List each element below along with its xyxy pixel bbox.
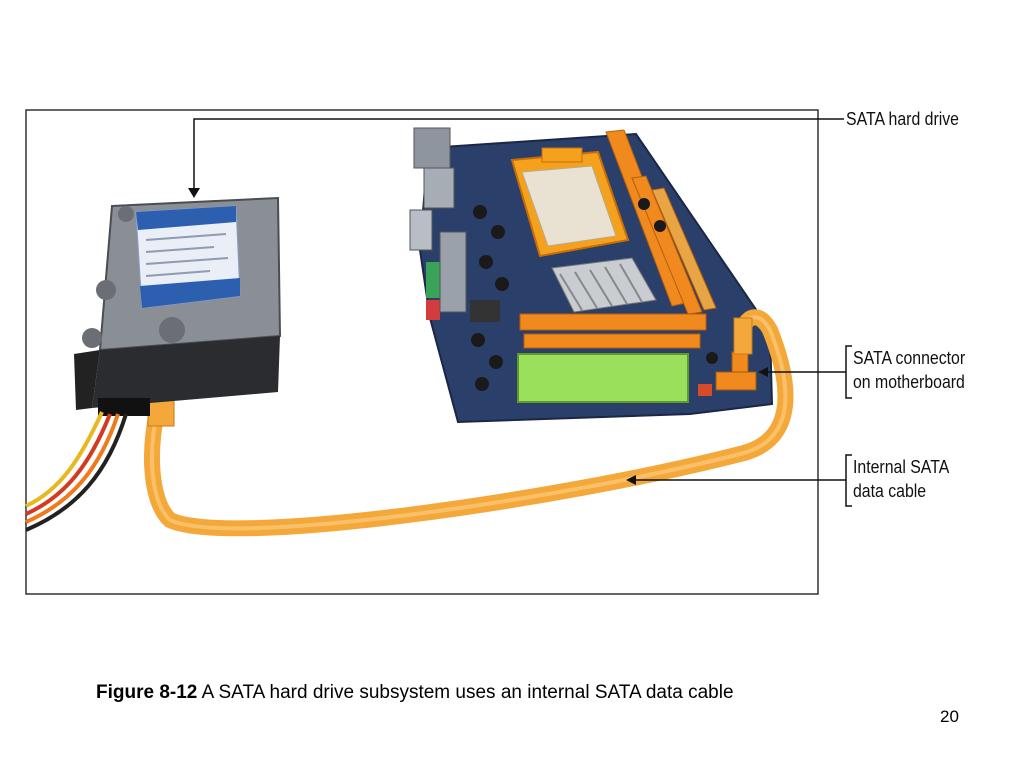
sata-data-cable [143, 309, 794, 537]
figure-number: Figure 8-12 [96, 682, 198, 703]
green-slot [517, 353, 689, 403]
power-cable [25, 411, 128, 532]
sata-connector-label-line2: on motherboard [853, 372, 965, 392]
sata-connector-label: SATA connector on motherboard [853, 346, 965, 394]
board-sata-ports [698, 351, 757, 396]
sata-cable-label-line2: data cable [853, 481, 927, 501]
sata-hard-drive-label: SATA hard drive [846, 109, 959, 129]
connector-bracket [845, 345, 852, 399]
sata-hard-drive [74, 196, 282, 416]
chipset-heatsink [551, 257, 657, 313]
callout-leaders [188, 118, 852, 507]
figure-caption: Figure 8-12 A SATA hard drive subsystem … [96, 681, 734, 705]
memory-slots [605, 129, 717, 315]
page-number: 20 [940, 707, 959, 726]
sata-cable-label: Internal SATA data cable [853, 455, 949, 503]
pci-slots [519, 313, 707, 349]
hard-drive-leader [193, 118, 844, 192]
caption-text: A SATA hard drive subsystem uses an inte… [201, 682, 734, 703]
motherboard [409, 127, 774, 424]
cpu-socket [510, 147, 630, 258]
sata-connector-label-line1: SATA connector [853, 348, 966, 368]
board-components [470, 198, 718, 391]
cable-bracket [845, 454, 852, 507]
sata-cable-label-line1: Internal SATA [853, 457, 950, 477]
